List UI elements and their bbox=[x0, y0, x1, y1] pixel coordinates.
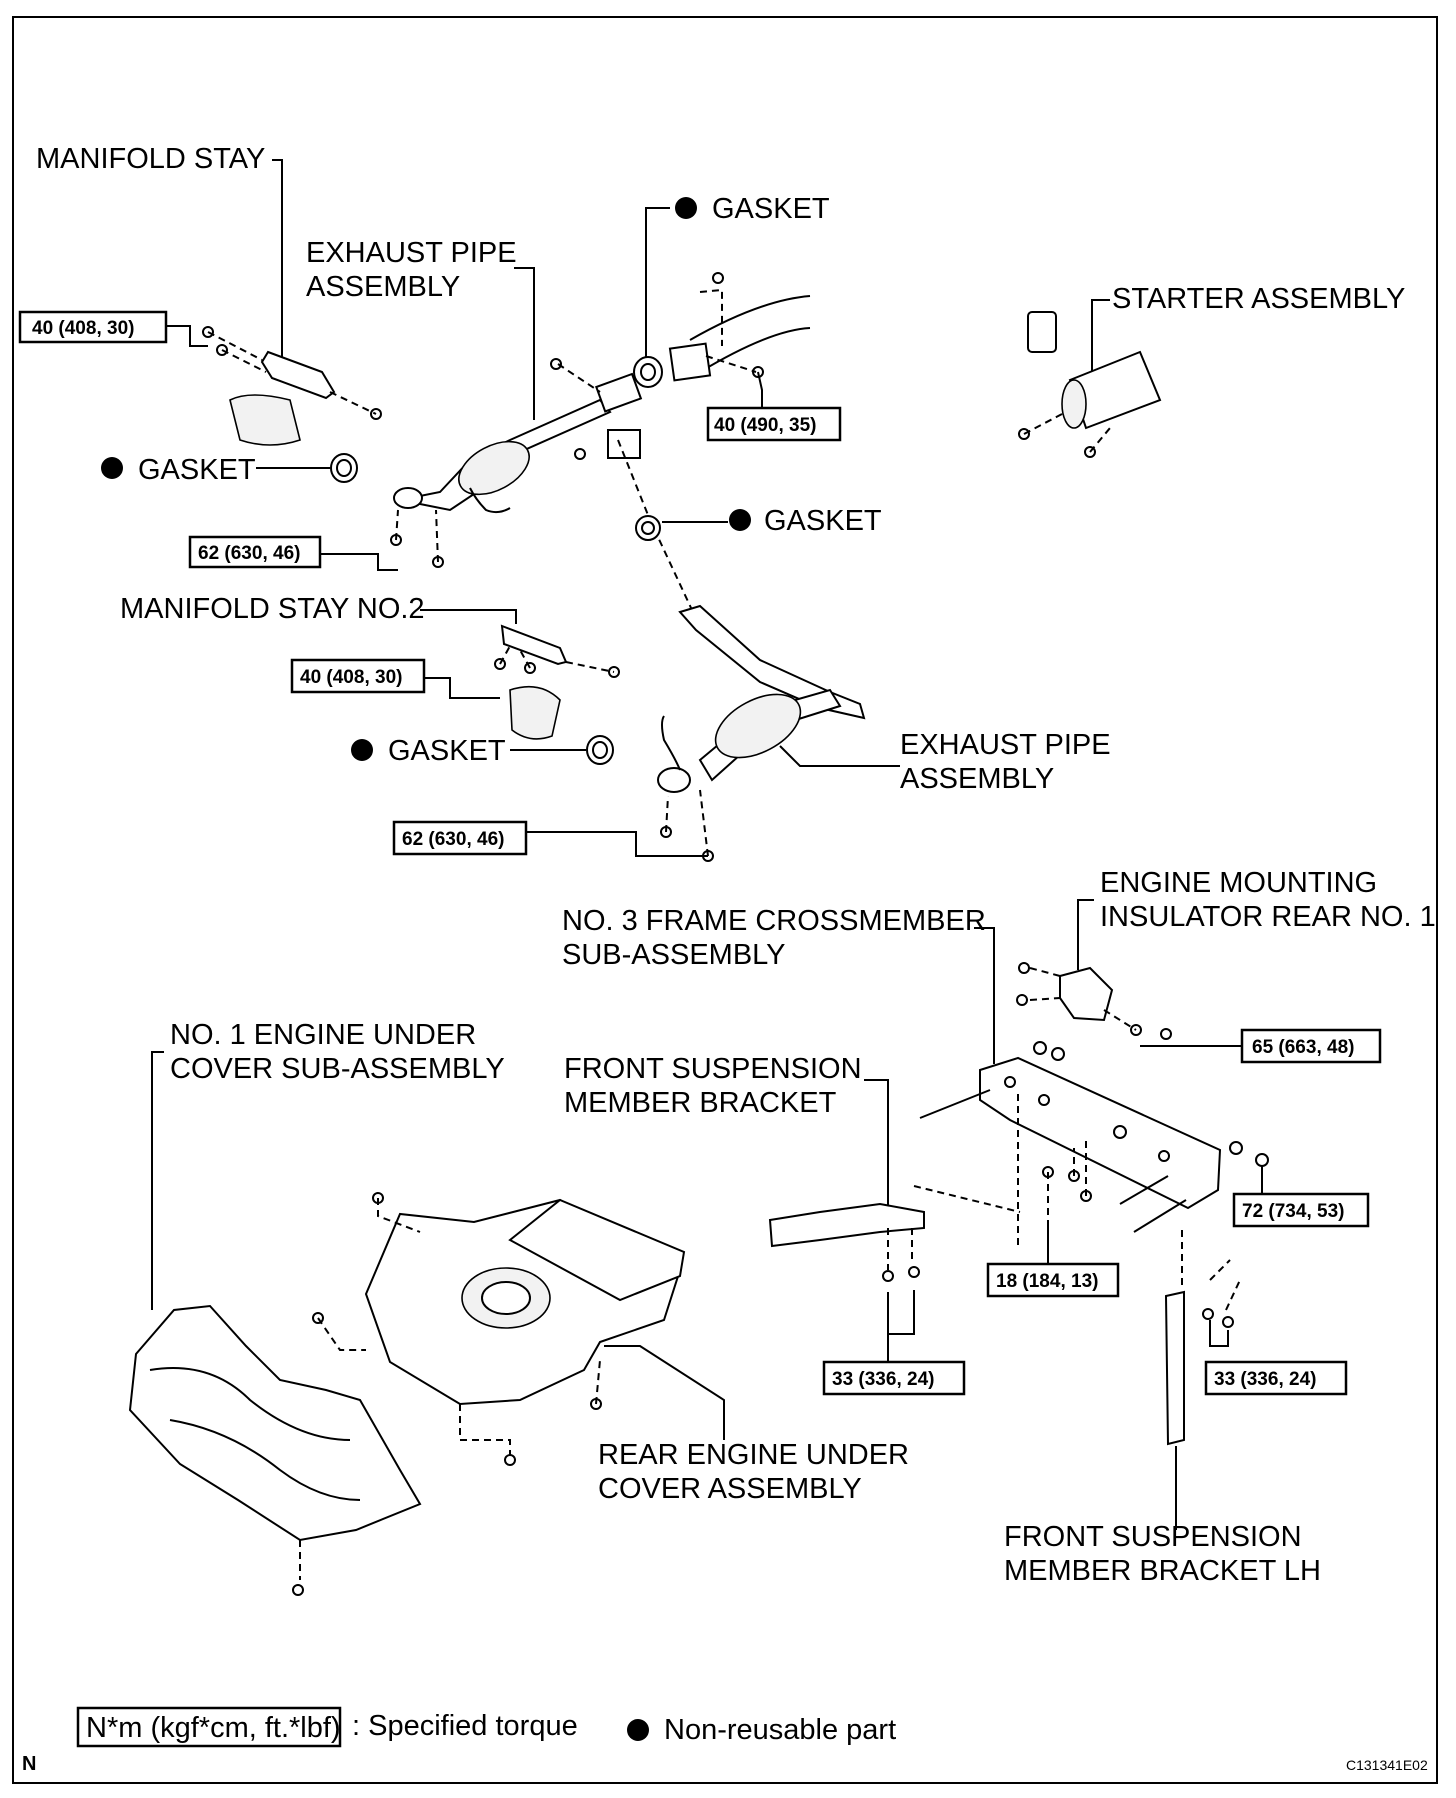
torque-box-bracket-lh bbox=[1204, 1360, 1348, 1396]
fs-bracket-part bbox=[768, 1202, 925, 1248]
label-manifold-stay: MANIFOLD STAY bbox=[36, 143, 265, 175]
legend-nonreusable: Non-reusable part bbox=[664, 1714, 896, 1746]
manifold-stay-no2-part bbox=[500, 624, 568, 666]
legend-torque-box bbox=[76, 1706, 342, 1748]
label-gasket-middle: GASKET bbox=[764, 505, 882, 537]
corner-mark: N bbox=[22, 1753, 36, 1775]
label-rear-cover-2: COVER ASSEMBLY bbox=[598, 1473, 862, 1505]
manifold-stay-no2-group: MANIFOLD STAY NO.2 40 (408, 30) bbox=[120, 593, 620, 740]
label-engine-mounting-2: INSULATOR REAR NO. 1 bbox=[1100, 901, 1436, 933]
torque-bracket-lh: 33 (336, 24) bbox=[1214, 1369, 1316, 1390]
engine-under-cover-part bbox=[128, 1304, 422, 1542]
manifold-outline bbox=[229, 394, 301, 446]
fs-bracket-group: FRONT SUSPENSION MEMBER BRACKET 33 (336,… bbox=[564, 1053, 1021, 1396]
torque-manifold-upper: 62 (630, 46) bbox=[198, 543, 300, 564]
torque-flange: 40 (490, 35) bbox=[714, 415, 816, 436]
exhaust-pipe-upper-group: EXHAUST PIPE ASSEMBLY 62 (630, 46) bbox=[188, 237, 643, 571]
crossmember-part bbox=[979, 1056, 1222, 1210]
legend-nonreusable-dot bbox=[627, 1719, 649, 1741]
gasket-lower-group: GASKET bbox=[351, 735, 614, 767]
torque-box-stay-upper bbox=[18, 310, 168, 344]
label-exhaust-pipe-lower-2: ASSEMBLY bbox=[900, 763, 1054, 795]
manifold-flange-upper bbox=[393, 487, 423, 509]
torque-crossmember: 72 (734, 53) bbox=[1242, 1201, 1344, 1222]
label-under-cover-2: COVER SUB-ASSEMBLY bbox=[170, 1053, 505, 1085]
legend-torque-desc: : Specified torque bbox=[352, 1710, 578, 1742]
label-exhaust-pipe-2: ASSEMBLY bbox=[306, 271, 460, 303]
manifold-flange-lower bbox=[657, 767, 691, 793]
label-engine-mounting-1: ENGINE MOUNTING bbox=[1100, 867, 1377, 899]
starter-group: STARTER ASSEMBLY bbox=[1018, 283, 1405, 458]
starter-bracket bbox=[1027, 311, 1057, 353]
torque-manifold-lower: 62 (630, 46) bbox=[402, 829, 504, 850]
label-fs-bracket-lh-2: MEMBER BRACKET LH bbox=[1004, 1555, 1321, 1587]
torque-bracket: 33 (336, 24) bbox=[832, 1369, 934, 1390]
rear-cover-group: REAR ENGINE UNDER COVER ASSEMBLY bbox=[312, 1192, 909, 1505]
label-crossmember-1: NO. 3 FRAME CROSSMEMBER bbox=[562, 905, 986, 937]
catalytic-converter-lower bbox=[714, 693, 802, 759]
manifold-stay-part bbox=[260, 350, 336, 400]
torque-box-mount bbox=[1240, 1028, 1382, 1064]
torque-stay-no2: 40 (408, 30) bbox=[300, 667, 402, 688]
label-gasket-left: GASKET bbox=[138, 454, 256, 486]
front-pipe bbox=[678, 604, 866, 720]
torque-stay-upper: 40 (408, 30) bbox=[32, 318, 134, 339]
diagram-frame bbox=[12, 16, 1438, 1784]
label-fs-bracket-2: MEMBER BRACKET bbox=[564, 1087, 837, 1119]
torque-box-manifold-upper bbox=[188, 535, 322, 569]
torque-box-crossmember bbox=[1232, 1192, 1370, 1228]
mount-insulator bbox=[1059, 966, 1114, 1022]
torque-mount: 65 (663, 48) bbox=[1252, 1037, 1354, 1058]
torque-box-manifold-lower bbox=[392, 820, 528, 856]
torque-box-flange bbox=[706, 406, 842, 442]
catalytic-converter-upper bbox=[458, 440, 530, 496]
label-exhaust-pipe-lower-1: EXHAUST PIPE bbox=[900, 729, 1111, 761]
crossmember-group: NO. 3 FRAME CROSSMEMBER SUB-ASSEMBLY 72 … bbox=[562, 905, 1370, 1298]
gasket-left-group: GASKET bbox=[101, 453, 358, 486]
label-gasket-lower: GASKET bbox=[388, 735, 506, 767]
label-under-cover-1: NO. 1 ENGINE UNDER bbox=[170, 1019, 476, 1051]
gasket-middle-group: GASKET bbox=[617, 439, 882, 611]
torque-box-crossmember-bolt bbox=[986, 1262, 1120, 1298]
engine-mounting-group: ENGINE MOUNTING INSULATOR REAR NO. 1 65 … bbox=[1016, 867, 1436, 1064]
label-exhaust-pipe-1: EXHAUST PIPE bbox=[306, 237, 517, 269]
gasket-top-group: GASKET 40 (490, 35) bbox=[550, 193, 842, 460]
label-crossmember-2: SUB-ASSEMBLY bbox=[562, 939, 785, 971]
label-gasket-top: GASKET bbox=[712, 193, 830, 225]
torque-crossmember-bolt: 18 (184, 13) bbox=[996, 1271, 1098, 1292]
torque-box-stay-no2 bbox=[290, 658, 426, 694]
label-fs-bracket-lh-1: FRONT SUSPENSION bbox=[1004, 1521, 1302, 1553]
fs-bracket-lh-part bbox=[1164, 1290, 1185, 1446]
torque-box-bracket bbox=[822, 1360, 966, 1396]
legend: N*m (kgf*cm, ft.*lbf) : Specified torque… bbox=[76, 1706, 896, 1748]
nonreusable-dot bbox=[101, 457, 123, 479]
label-manifold-stay-no2: MANIFOLD STAY NO.2 bbox=[120, 593, 425, 625]
pipe-flange bbox=[595, 372, 643, 413]
label-fs-bracket-1: FRONT SUSPENSION bbox=[564, 1053, 862, 1085]
under-cover-group: NO. 1 ENGINE UNDER COVER SUB-ASSEMBLY bbox=[128, 1019, 505, 1596]
label-rear-cover-1: REAR ENGINE UNDER bbox=[598, 1439, 909, 1471]
figure-id: C131341E02 bbox=[1346, 1757, 1428, 1773]
legend-torque-key: N*m (kgf*cm, ft.*lbf) bbox=[86, 1712, 341, 1744]
fs-bracket-lh-group: 33 (336, 24) FRONT SUSPENSION MEMBER BRA… bbox=[1004, 1230, 1348, 1587]
tailpipe-flange bbox=[668, 342, 712, 382]
exhaust-pipe-lower-group: EXHAUST PIPE ASSEMBLY 62 (630, 46) bbox=[392, 604, 1111, 862]
label-starter: STARTER ASSEMBLY bbox=[1112, 283, 1405, 315]
manifold-stay-group: MANIFOLD STAY 40 (408, 30) bbox=[18, 143, 382, 446]
